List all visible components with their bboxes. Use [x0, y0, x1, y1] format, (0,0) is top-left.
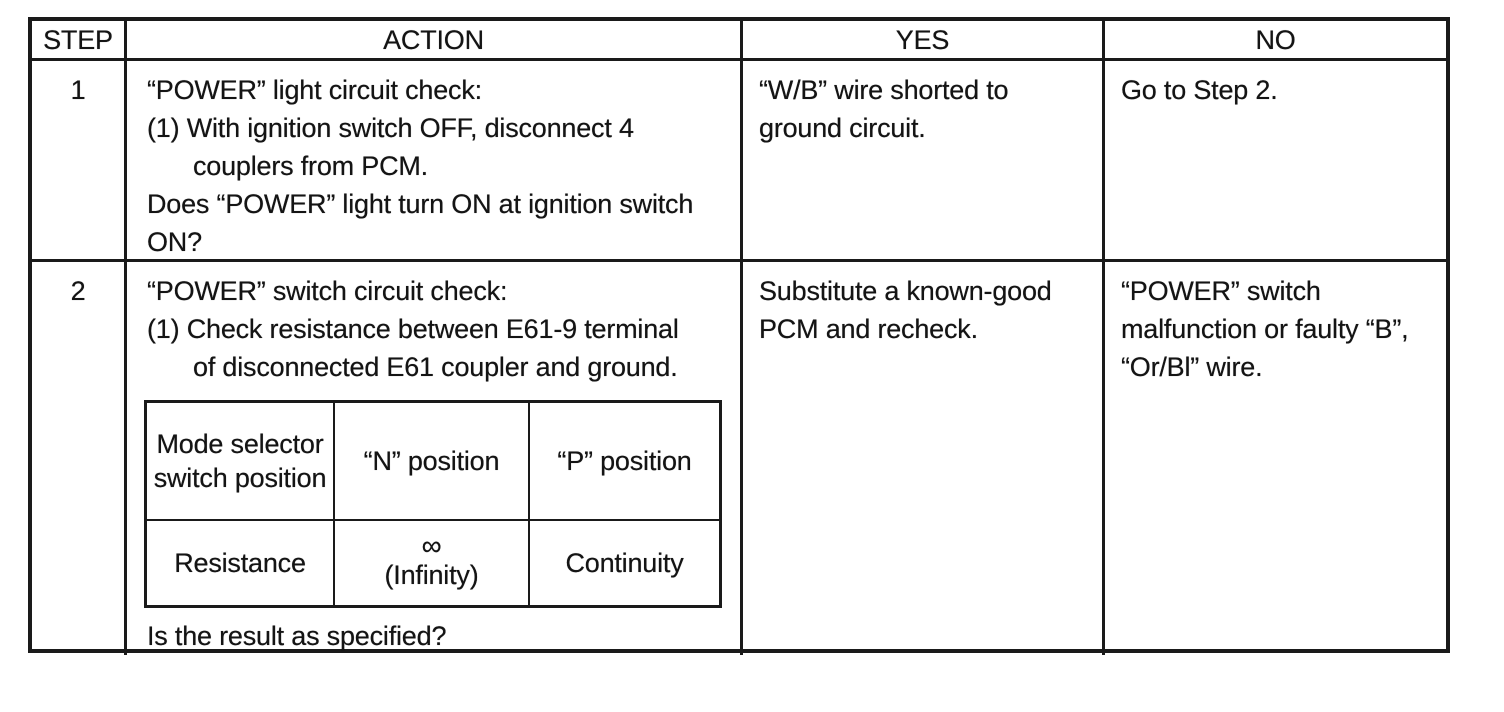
step2-closing-question: Is the result as specified? [147, 621, 447, 651]
result-table-header-n-position: “N” position [335, 403, 530, 521]
step1-number: 1 [32, 61, 127, 262]
infinity-label: (Infinity) [384, 560, 479, 590]
step1-action-title: “POWER” light circuit check: [147, 75, 482, 105]
result-table-header-mode: Mode selector switch position [147, 403, 335, 521]
step2-action-title: “POWER” switch circuit check: [147, 276, 508, 306]
step1-yes-text-cont: ground circuit. [759, 113, 926, 143]
step1-yes-cell: “W/B” wire shorted to ground circuit. [743, 61, 1105, 262]
header-action: ACTION [127, 21, 743, 61]
step1-action-cell: “POWER” light circuit check: (1) With ig… [127, 61, 743, 262]
step1-yes-text: “W/B” wire shorted to [759, 75, 1009, 105]
step2-action-item-cont: of disconnected E61 coupler and ground. [193, 352, 678, 382]
step1-action-question: Does “POWER” light turn ON at ignition s… [147, 189, 694, 219]
header-yes: YES [743, 21, 1105, 61]
step1-action-item-cont: couplers from PCM. [193, 151, 428, 181]
step1-action-item: (1) With ignition switch OFF, disconnect… [147, 113, 634, 143]
header-no: NO [1105, 21, 1446, 61]
step2-no-text-cont2: “Or/Bl” wire. [1121, 352, 1263, 382]
step1-no-text: Go to Step 2. [1121, 75, 1278, 105]
step1-action-question-cont: ON? [147, 227, 202, 257]
step2-no-text: “POWER” switch [1121, 276, 1321, 306]
result-table-row-label: Resistance [147, 521, 335, 605]
result-table-n-value: ∞ (Infinity) [335, 521, 530, 605]
step2-yes-cell: Substitute a known-good PCM and recheck. [743, 262, 1105, 655]
step2-yes-text: Substitute a known-good [759, 276, 1052, 306]
result-table-header-p-position: “P” position [530, 403, 719, 521]
step2-action-cell: “POWER” switch circuit check: (1) Check … [127, 262, 743, 655]
step2-yes-text-cont: PCM and recheck. [759, 314, 978, 344]
header-step: STEP [32, 21, 127, 61]
step2-number: 2 [32, 262, 127, 655]
step2-no-cell: “POWER” switch malfunction or faulty “B”… [1105, 262, 1446, 655]
infinity-symbol: ∞ [421, 530, 442, 561]
step2-action-item: (1) Check resistance between E61-9 termi… [147, 314, 679, 344]
result-table: Mode selector switch position “N” positi… [144, 400, 722, 608]
step2-no-text-cont: malfunction or faulty “B”, [1121, 314, 1409, 344]
diagnostic-table: STEP ACTION YES NO 1 “POWER” light circu… [28, 17, 1450, 655]
result-table-p-value: Continuity [565, 548, 684, 578]
step1-no-cell: Go to Step 2. [1105, 61, 1446, 262]
